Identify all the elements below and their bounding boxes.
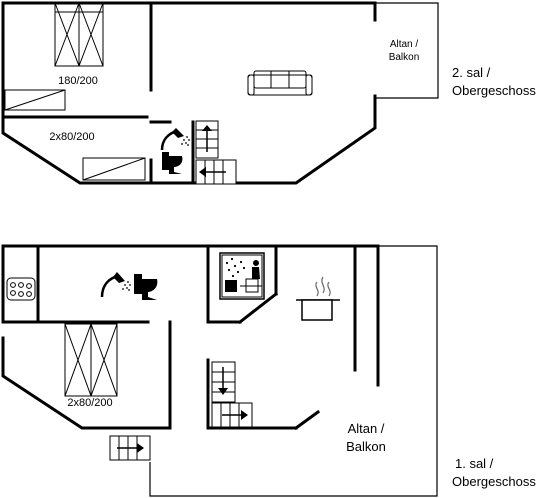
- upper-bed-twin-label: 2x80/200: [49, 131, 94, 143]
- upper-balcony-label-line1: Altan /: [390, 39, 419, 50]
- shower-icon: [100, 272, 131, 298]
- toilet-icon: [134, 274, 158, 300]
- upper-floor-label-line1: 2. sal /: [452, 65, 491, 80]
- bed-icon: [54, 2, 104, 67]
- upper-floor-walls: [1, 1, 377, 185]
- shower-icon: [160, 128, 190, 151]
- lower-sauna-diag: [237, 291, 279, 325]
- lower-floor: 2x80/200 Altan / Balkon: [1, 244, 536, 497]
- bed-icon: [64, 323, 118, 397]
- upper-balcony-label-line2: Balkon: [389, 52, 420, 63]
- lower-floor-walls: [1, 244, 380, 387]
- lower-floor-label-line1: 1. sal /: [455, 456, 494, 471]
- lower-bed-twin-label: 2x80/200: [67, 397, 112, 409]
- lower-balcony-label-line2: Balkon: [346, 439, 386, 454]
- bed-icon: [4, 89, 146, 181]
- toilet-icon: [162, 152, 183, 174]
- lower-balcony-label-line1: Altan /: [348, 421, 385, 436]
- upper-bed-double-label: 180/200: [58, 75, 98, 87]
- sauna-icon: [219, 252, 265, 300]
- stairs-icon: [195, 120, 237, 185]
- sofa-icon: [247, 70, 313, 96]
- lower-balcony-rail: [149, 245, 438, 497]
- stove-icon: [6, 277, 36, 301]
- upper-floor: 180/200 2x80/200: [1, 1, 536, 185]
- stairs-icon: [211, 361, 253, 428]
- lower-floor-wall-diag: [293, 409, 321, 431]
- cooking-pot-icon: [296, 276, 340, 321]
- upper-floor-label-line2: Obergeschoss: [452, 83, 536, 98]
- upper-balcony-rail: [375, 2, 439, 99]
- stairs-icon: [109, 435, 151, 461]
- lower-floor-label-line2: Obergeschoss: [452, 474, 536, 489]
- lower-floor-walls-bottom: [1, 336, 172, 430]
